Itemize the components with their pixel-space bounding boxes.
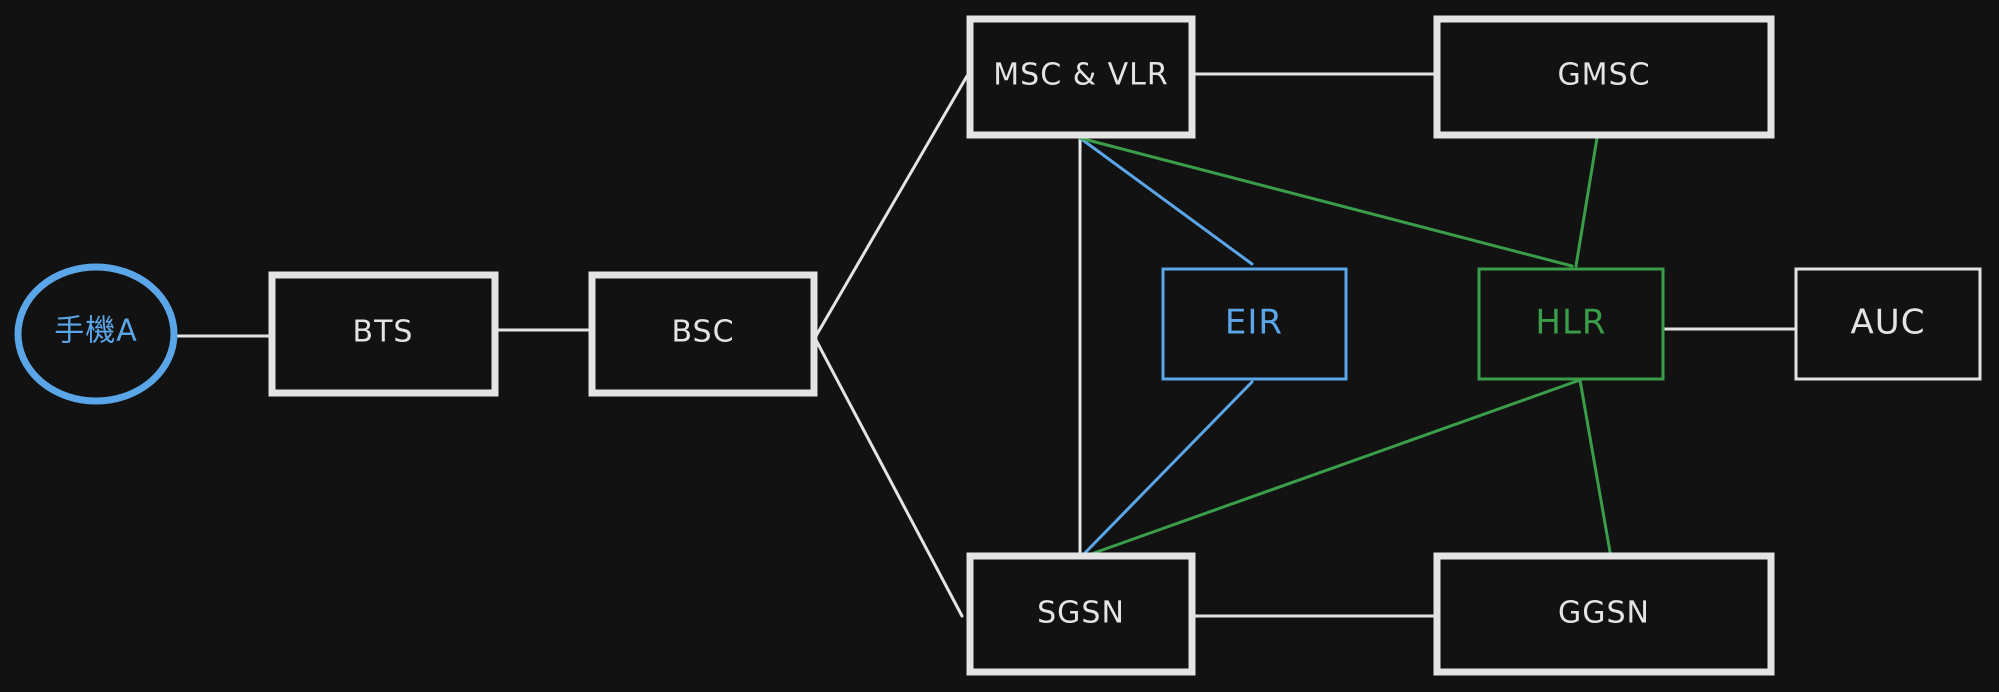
node-hlr: HLR <box>1477 267 1665 381</box>
bsc-label: BSC <box>671 315 734 350</box>
node-bsc: BSC <box>588 271 818 397</box>
node-sgsn: SGSN <box>966 552 1196 676</box>
hlr-label: HLR <box>1535 303 1606 343</box>
sgsn-label: SGSN <box>1037 596 1125 631</box>
link-eir-sgsn <box>1078 380 1254 560</box>
link-hlr-sgsn <box>1078 378 1582 560</box>
link-gmsc-hlr <box>1574 136 1599 268</box>
msc-vlr-label: MSC & VLR <box>993 58 1168 93</box>
ggsn-box <box>1433 552 1775 676</box>
bts-label: BTS <box>353 315 414 350</box>
node-msc-vlr: MSC & VLR <box>966 15 1196 139</box>
node-auc: AUC <box>1794 267 1982 381</box>
ggsn-label: GGSN <box>1558 596 1650 631</box>
gmsc-box <box>1433 15 1775 139</box>
bsc-box <box>588 271 818 397</box>
hlr-box <box>1477 267 1665 381</box>
gmsc-label: GMSC <box>1557 58 1650 93</box>
link-msc-hlr <box>1078 136 1574 268</box>
connectors <box>173 72 1796 618</box>
eir-box <box>1161 267 1348 381</box>
link-msc-eir <box>1078 136 1254 266</box>
eir-label: EIR <box>1225 303 1283 343</box>
node-eir: EIR <box>1161 267 1348 381</box>
auc-box <box>1794 267 1982 381</box>
auc-label: AUC <box>1851 303 1926 343</box>
node-phone: 手機A <box>14 263 178 405</box>
bts-box <box>268 271 499 397</box>
node-bts: BTS <box>268 271 499 397</box>
sgsn-box <box>966 552 1196 676</box>
node-ggsn: GGSN <box>1433 552 1775 676</box>
link-hlr-ggsn <box>1578 378 1612 554</box>
node-gmsc: GMSC <box>1433 15 1775 139</box>
msc-vlr-box <box>966 15 1196 139</box>
phone-label: 手機A <box>54 314 138 349</box>
link-bsc-sgsn <box>814 338 964 618</box>
phone-circle <box>14 263 178 405</box>
link-bsc-msc <box>814 74 969 338</box>
